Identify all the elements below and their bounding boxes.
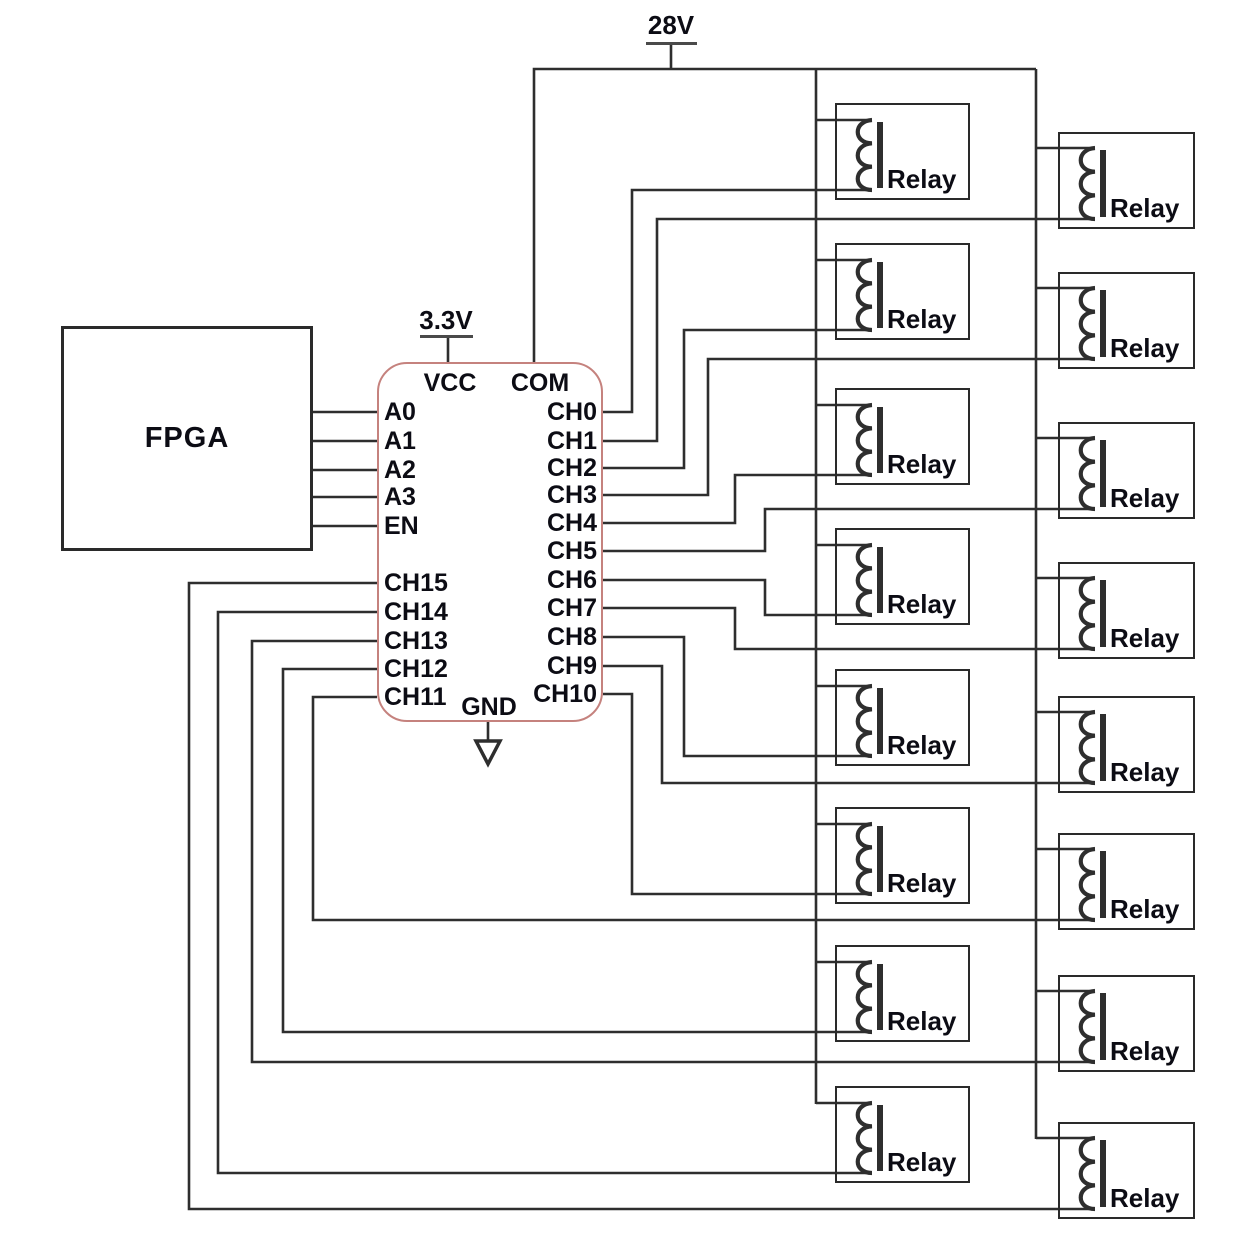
net-label-3v3: 3.3V: [419, 305, 473, 335]
wire-ch13: [250, 639, 1095, 1064]
relay-right-4-coil: [1078, 575, 1096, 652]
pin-label-ch0: CH0: [546, 398, 597, 426]
net-label-28v: 28V: [647, 10, 695, 40]
relay-right-3-coil: [1078, 435, 1096, 512]
relay-left-7-label: Relay: [887, 1006, 957, 1036]
wire-ch15: [187, 581, 1095, 1211]
ground-symbol: [473, 739, 503, 768]
relay-right-5-coil: [1078, 709, 1096, 786]
wire-ch4: [603, 473, 872, 525]
pin-label-a2: A2: [384, 456, 416, 484]
wire-ch6: [603, 578, 872, 617]
pin-label-ch3: CH3: [546, 481, 597, 509]
relay-right-2-box: Relay: [1058, 272, 1195, 369]
mux-chip: [377, 362, 603, 722]
pin-label-a3: A3: [384, 483, 416, 511]
pin-label-a1: A1: [384, 427, 416, 455]
relay-left-4-coil: [855, 542, 873, 618]
relay-right-6-coil: [1078, 846, 1096, 923]
pin-label-ch1: CH1: [546, 427, 597, 455]
relay-left-8-coil: [855, 1100, 873, 1176]
relay-left-2-box: Relay: [835, 243, 970, 340]
pin-label-ch15: CH15: [384, 569, 448, 597]
relay-left-5-box: Relay: [835, 669, 970, 766]
wire-ch8: [603, 635, 872, 758]
pin-label-ch9: CH9: [546, 652, 597, 680]
wire-ch11: [311, 695, 1095, 922]
relay-left-7-coil: [855, 959, 873, 1035]
relay-right-6-label: Relay: [1110, 894, 1180, 924]
wire-ch14: [216, 610, 872, 1175]
relay-left-5-label: Relay: [887, 730, 957, 760]
relay-left-8-label: Relay: [887, 1147, 957, 1177]
pin-label-ch5: CH5: [546, 537, 597, 565]
relay-right-8-coil: [1078, 1135, 1096, 1212]
relay-left-6-label: Relay: [887, 868, 957, 898]
relay-left-1-coil: [855, 117, 873, 193]
relay-left-1-label: Relay: [887, 164, 957, 194]
relay-right-7-coil: [1078, 988, 1096, 1065]
relay-left-8-box: Relay: [835, 1086, 970, 1183]
wire-ch2: [603, 328, 872, 470]
wire-ch3: [603, 357, 1095, 497]
pin-label-ch8: CH8: [546, 623, 597, 651]
wire-ch9: [603, 664, 1095, 785]
pin-label-a0: A0: [384, 398, 416, 426]
relay-right-1-box: Relay: [1058, 132, 1195, 229]
relay-left-6-box: Relay: [835, 807, 970, 904]
relay-right-5-box: Relay: [1058, 696, 1195, 793]
pin-label-ch10: CH10: [533, 680, 597, 708]
relay-right-8-box: Relay: [1058, 1122, 1195, 1219]
pin-label-vcc: VCC: [423, 369, 477, 397]
pin-label-ch11: CH11: [384, 683, 447, 711]
relay-right-1-coil: [1078, 145, 1096, 222]
fpga-label: FPGA: [144, 422, 230, 454]
relay-left-1-box: Relay: [835, 103, 970, 200]
relay-right-7-label: Relay: [1110, 1036, 1180, 1066]
fpga-block: FPGA: [61, 326, 313, 551]
wire-ch10: [603, 692, 872, 896]
relay-left-3-box: Relay: [835, 388, 970, 485]
relay-right-4-box: Relay: [1058, 562, 1195, 659]
wire-ch1: [603, 217, 1095, 443]
wire-ch12: [281, 667, 872, 1034]
pin-label-ch6: CH6: [546, 566, 597, 594]
wire-ch7: [603, 606, 1095, 651]
wire-ch0: [603, 188, 872, 414]
relay-left-4-box: Relay: [835, 528, 970, 625]
relay-right-3-label: Relay: [1110, 483, 1180, 513]
relay-left-3-coil: [855, 402, 873, 478]
relay-left-4-label: Relay: [887, 589, 957, 619]
pin-label-com: COM: [510, 369, 570, 397]
relay-left-2-coil: [855, 257, 873, 333]
pin-label-en: EN: [384, 512, 419, 540]
relay-left-2-label: Relay: [887, 304, 957, 334]
pin-label-ch2: CH2: [546, 454, 597, 482]
net-bar-28v: [646, 42, 697, 45]
wire-28v-bus: [532, 67, 1036, 362]
pin-label-ch4: CH4: [546, 509, 597, 537]
pin-label-ch14: CH14: [384, 598, 448, 626]
relay-right-1-label: Relay: [1110, 193, 1180, 223]
relay-right-4-label: Relay: [1110, 623, 1180, 653]
relay-right-8-label: Relay: [1110, 1183, 1180, 1213]
relay-right-2-coil: [1078, 285, 1096, 362]
net-bar-3v3: [420, 335, 473, 338]
pin-label-ch12: CH12: [384, 655, 448, 683]
pin-label-gnd: GND: [461, 693, 517, 721]
relay-right-2-label: Relay: [1110, 333, 1180, 363]
wire-ch5: [603, 507, 1095, 553]
relay-right-6-box: Relay: [1058, 833, 1195, 930]
relay-right-5-label: Relay: [1110, 757, 1180, 787]
relay-left-7-box: Relay: [835, 945, 970, 1042]
relay-right-3-box: Relay: [1058, 422, 1195, 519]
relay-left-3-label: Relay: [887, 449, 957, 479]
relay-right-7-box: Relay: [1058, 975, 1195, 1072]
relay-left-5-coil: [855, 683, 873, 759]
pin-label-ch7: CH7: [546, 594, 597, 622]
relay-left-6-coil: [855, 821, 873, 897]
pin-label-ch13: CH13: [384, 627, 448, 655]
